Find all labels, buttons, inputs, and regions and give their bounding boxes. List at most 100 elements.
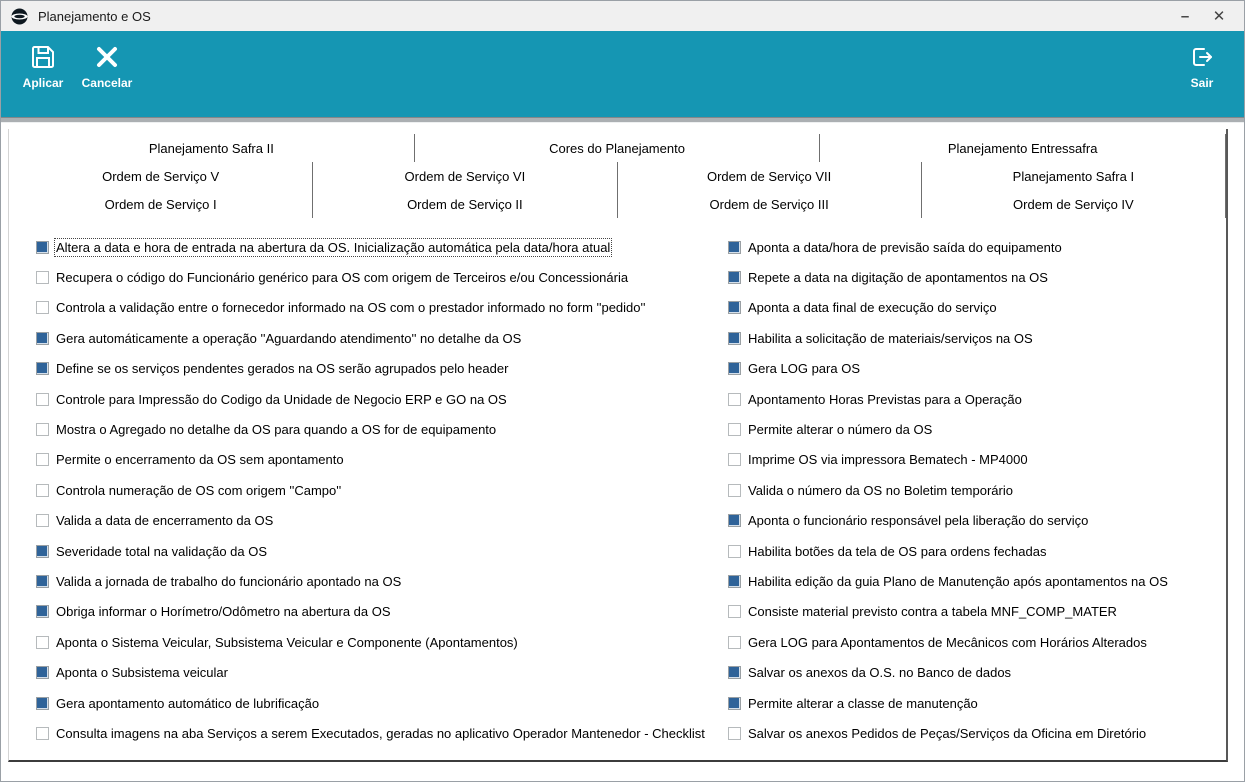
checkbox-row: Repete a data na digitação de apontament… [728,262,1168,292]
options-column-right: Aponta a data/hora de previsão saída do … [728,232,1168,749]
checkbox-unchecked[interactable] [36,483,49,497]
checkbox-label[interactable]: Salvar os anexos Pedidos de Peças/Serviç… [748,725,1147,741]
checkbox-label[interactable]: Habilita a solicitação de materiais/serv… [748,330,1033,346]
checkbox-label[interactable]: Obriga informar o Horímetro/Odômetro na … [56,604,391,620]
checkbox-unchecked[interactable] [728,453,741,467]
checkbox-checked[interactable] [728,666,741,680]
checkbox-checked[interactable] [36,240,49,254]
options-area: Altera a data e hora de entrada na abert… [9,218,1226,749]
checkbox-unchecked[interactable] [36,392,49,406]
tab-planejamento-safra-i[interactable]: Planejamento Safra I [922,162,1226,190]
checkbox-label[interactable]: Controla a validação entre o fornecedor … [56,300,646,316]
checkbox-row: Recupera o código do Funcionário genéric… [36,262,728,292]
checkbox-checked[interactable] [728,301,741,315]
checkbox-checked[interactable] [728,696,741,710]
checkbox-label[interactable]: Aponta a data final de execução do servi… [748,300,997,316]
checkbox-checked[interactable] [36,666,49,680]
checkbox-label[interactable]: Controla numeração de OS com origem ''Ca… [56,482,342,498]
checkbox-row: Gera LOG para OS [728,354,1168,384]
checkbox-row: Gera apontamento automático de lubrifica… [36,688,728,718]
title-bar: Planejamento e OS – ✕ [1,1,1244,31]
checkbox-label[interactable]: Habilita botões da tela de OS para orden… [748,543,1047,559]
checkbox-label[interactable]: Altera a data e hora de entrada na abert… [53,237,613,257]
checkbox-label[interactable]: Mostra o Agregado no detalhe da OS para … [56,422,497,438]
checkbox-row: Consulta imagens na aba Serviços a serem… [36,718,728,748]
checkbox-label[interactable]: Repete a data na digitação de apontament… [748,270,1048,286]
checkbox-label[interactable]: Recupera o código do Funcionário genéric… [56,270,629,286]
apply-button[interactable]: Aplicar [17,43,69,90]
checkbox-label[interactable]: Salvar os anexos da O.S. no Banco de dad… [748,665,1012,681]
checkbox-checked[interactable] [728,331,741,345]
exit-button[interactable]: Sair [1176,43,1228,90]
checkbox-checked[interactable] [728,514,741,528]
tab-ordem-de-servico-ii[interactable]: Ordem de Serviço II [313,190,618,218]
checkbox-label[interactable]: Severidade total na validação da OS [56,543,268,559]
checkbox-checked[interactable] [36,605,49,619]
tab-ordem-de-servico-v[interactable]: Ordem de Serviço V [9,162,314,190]
checkbox-unchecked[interactable] [728,605,741,619]
checkbox-label[interactable]: Valida o número da OS no Boletim temporá… [748,482,1013,498]
options-column-left: Altera a data e hora de entrada na abert… [36,232,728,749]
checkbox-row: Aponta a data final de execução do servi… [728,293,1168,323]
checkbox-label[interactable]: Valida a jornada de trabalho do funcioná… [56,573,402,589]
tab-ordem-de-servico-iv[interactable]: Ordem de Serviço IV [922,190,1226,218]
checkbox-checked[interactable] [728,362,741,376]
checkbox-label[interactable]: Habilita edição da guia Plano de Manuten… [748,573,1168,589]
checkbox-label[interactable]: Aponta o Sistema Veicular, Subsistema Ve… [56,634,518,650]
checkbox-label[interactable]: Valida a data de encerramento da OS [56,513,274,529]
checkbox-label[interactable]: Controle para Impressão do Codigo da Uni… [56,391,507,407]
tab-ordem-de-servico-vi[interactable]: Ordem de Serviço VI [313,162,618,190]
checkbox-unchecked[interactable] [728,423,741,437]
checkbox-label[interactable]: Permite alterar o número da OS [748,422,933,438]
checkbox-checked[interactable] [728,240,741,254]
checkbox-unchecked[interactable] [728,544,741,558]
close-button[interactable]: ✕ [1212,8,1226,25]
checkbox-row: Controla numeração de OS com origem ''Ca… [36,475,728,505]
checkbox-label[interactable]: Permite alterar a classe de manutenção [748,695,978,711]
checkbox-unchecked[interactable] [36,514,49,528]
checkbox-row: Valida a data de encerramento da OS [36,506,728,536]
checkbox-row: Habilita a solicitação de materiais/serv… [728,323,1168,353]
checkbox-label[interactable]: Apontamento Horas Previstas para a Opera… [748,391,1022,407]
checkbox-label[interactable]: Aponta o funcionário responsável pela li… [748,513,1089,529]
tab-ordem-de-servico-iii[interactable]: Ordem de Serviço III [618,190,922,218]
checkbox-checked[interactable] [36,696,49,710]
checkbox-unchecked[interactable] [36,423,49,437]
checkbox-label[interactable]: Gera automáticamente a operação ''Aguard… [56,330,522,346]
checkbox-label[interactable]: Define se os serviços pendentes gerados … [56,361,509,377]
tab-ordem-de-servico-vii[interactable]: Ordem de Serviço VII [618,162,922,190]
checkbox-checked[interactable] [728,574,741,588]
checkbox-unchecked[interactable] [36,726,49,740]
tab-cores-do-planejamento[interactable]: Cores do Planejamento [415,134,821,162]
checkbox-label[interactable]: Gera LOG para Apontamentos de Mecânicos … [748,634,1147,650]
checkbox-unchecked[interactable] [36,453,49,467]
checkbox-unchecked[interactable] [728,483,741,497]
checkbox-label[interactable]: Gera LOG para OS [748,361,860,377]
checkbox-label[interactable]: Imprime OS via impressora Bematech - MP4… [748,452,1028,468]
tab-ordem-de-servico-i[interactable]: Ordem de Serviço I [9,190,314,218]
checkbox-unchecked[interactable] [728,635,741,649]
cancel-button[interactable]: Cancelar [81,43,133,90]
checkbox-unchecked[interactable] [36,301,49,315]
tab-planejamento-safra-ii[interactable]: Planejamento Safra II [9,134,415,162]
checkbox-checked[interactable] [36,544,49,558]
checkbox-checked[interactable] [36,331,49,345]
checkbox-unchecked[interactable] [36,271,49,285]
checkbox-label[interactable]: Aponta o Subsistema veicular [56,665,228,681]
toolbar: Aplicar Cancelar Sair [1,31,1244,117]
checkbox-label[interactable]: Consulta imagens na aba Serviços a serem… [56,725,705,741]
checkbox-checked[interactable] [36,574,49,588]
tab-planejamento-entressafra[interactable]: Planejamento Entressafra [820,134,1227,162]
checkbox-checked[interactable] [728,271,741,285]
checkbox-label[interactable]: Gera apontamento automático de lubrifica… [56,695,320,711]
checkbox-label[interactable]: Consiste material previsto contra a tabe… [748,604,1117,620]
checkbox-label[interactable]: Aponta a data/hora de previsão saída do … [748,239,1062,255]
checkbox-checked[interactable] [36,362,49,376]
minimize-button[interactable]: – [1180,7,1190,25]
checkbox-unchecked[interactable] [36,635,49,649]
checkbox-row: Salvar os anexos da O.S. no Banco de dad… [728,657,1168,687]
checkbox-unchecked[interactable] [728,392,741,406]
checkbox-label[interactable]: Permite o encerramento da OS sem apontam… [56,452,344,468]
checkbox-unchecked[interactable] [728,726,741,740]
